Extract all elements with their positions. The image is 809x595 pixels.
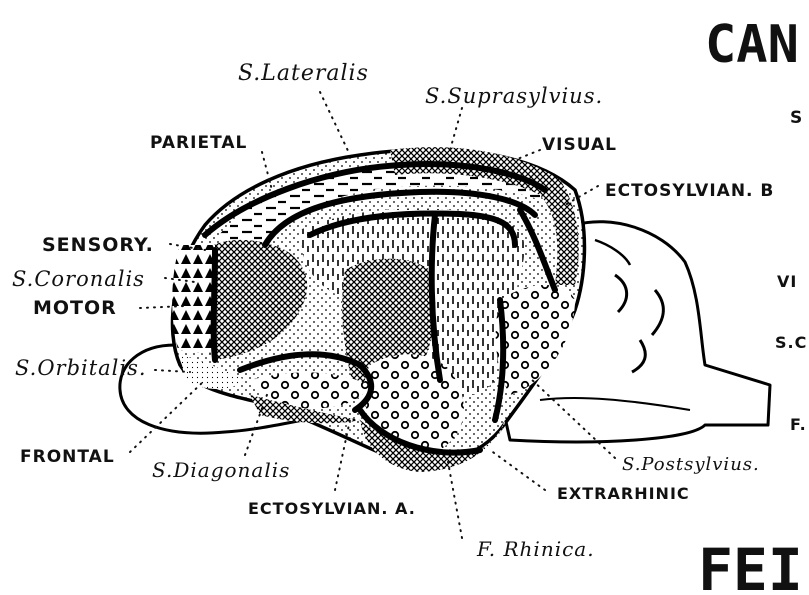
edge-label-vi: VI (777, 272, 797, 291)
label-frontal: FRONTAL (20, 447, 115, 467)
label-s-postsylvius: S.Postsylvius. (622, 454, 760, 475)
label-extrarhinic: EXTRARHINIC (557, 484, 690, 503)
label-sensory: SENSORY. (42, 234, 154, 256)
label-s-lateralis: S.Lateralis (238, 61, 369, 86)
edge-label-s: S (790, 108, 803, 128)
label-s-suprasylvius: S.Suprasylvius. (425, 84, 603, 108)
label-ectosylvian-a: ECTOSYLVIAN. A. (248, 499, 416, 518)
label-s-diagonalis: S.Diagonalis (152, 458, 290, 482)
label-s-coronalis: S.Coronalis (12, 267, 145, 291)
label-motor: MOTOR (33, 297, 117, 319)
label-visual: VISUAL (542, 135, 617, 155)
label-s-orbitalis: S.Orbitalis. (15, 356, 147, 380)
heading-bottom: FEI (698, 536, 803, 595)
edge-label-f: F. (790, 415, 807, 434)
edge-label-sc: S.C (775, 333, 807, 352)
label-ectosylvian-b: ECTOSYLVIAN. B (605, 181, 774, 201)
label-f-rhinica: F. Rhinica. (476, 537, 595, 561)
cropped-edge-text: CAN S VI S.C F. FEI (698, 15, 807, 595)
label-parietal: PARIETAL (150, 133, 247, 153)
heading-top: CAN (705, 15, 799, 75)
